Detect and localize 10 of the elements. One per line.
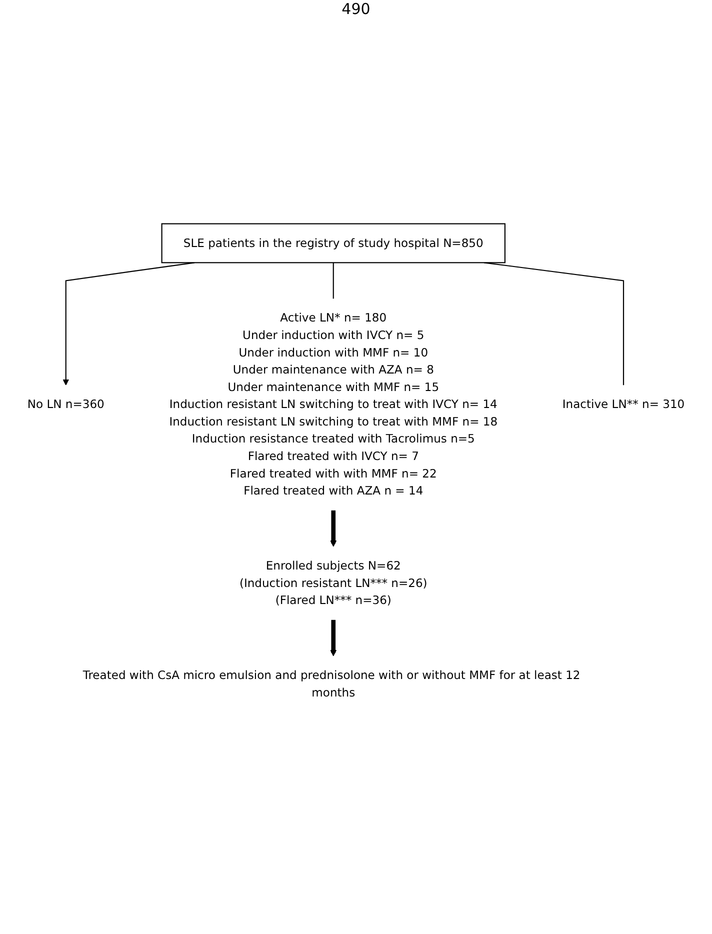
node-text: Inactive LN** n= 310	[562, 397, 685, 412]
connector	[332, 262, 334, 299]
node-text: Treated with CsA micro emulsion and prednisolone with or without MMF for at least 12 months	[82, 668, 580, 700]
node-box: SLE patients in the registry of study hospital N=850	[161, 223, 506, 264]
node-text: No LN n=360	[27, 397, 104, 412]
arrow	[330, 510, 337, 547]
node-text: Active LN* n= 180 Under induction with IVCY n= 5 Under induction with MMF n= 10 Under maintenance with AZA n= 8 Under maintenance with MMF n= 15 Induction resistant LN switching to treat with IVCY n= 14 Induction resistant LN switching to treat with MMF n= 18 Induction resistance treated with Tacrolimus n=5 Flared treated with IVCY n= 7 Flared treated with with MMF n= 22 Flared treated with AZA n = 14	[169, 310, 498, 498]
node-text: Enrolled subjects N=62 (Induction resistant LN*** n=26) (Flared LN*** n=36)	[239, 558, 428, 607]
branch-count: 490	[340, 0, 372, 18]
arrow	[330, 620, 337, 656]
